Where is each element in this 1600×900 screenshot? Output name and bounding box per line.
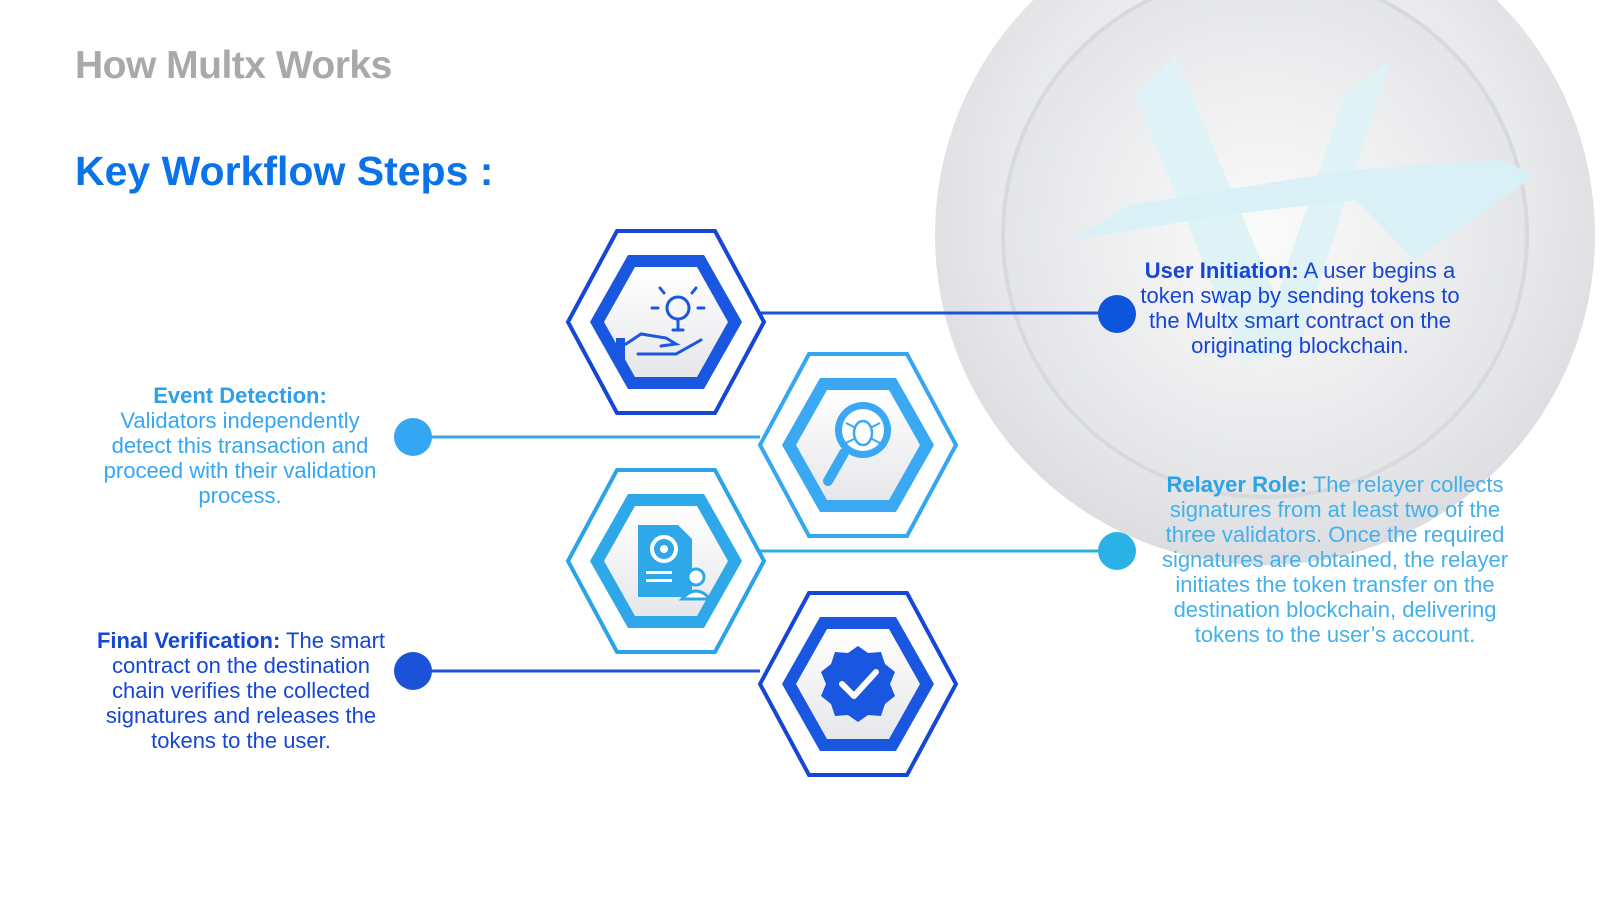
page-header: How Multx Works — [75, 44, 392, 87]
step-user-initiation-text: User Initiation: A user begins a token s… — [1140, 258, 1460, 358]
step-event-detection-text: Event Detection: Validators independentl… — [95, 383, 385, 508]
step-label: Relayer Role: — [1166, 472, 1308, 497]
hex-event-detection — [757, 352, 959, 538]
dot-event-detection — [394, 418, 432, 456]
document-gear-user-icon — [638, 525, 714, 601]
dot-final-verification — [394, 652, 432, 690]
section-title: Key Workflow Steps : — [75, 148, 494, 194]
step-relayer-role-text: Relayer Role: The relayer collects signa… — [1145, 472, 1525, 647]
step-description: A user begins a token swap by sending to… — [1140, 258, 1460, 358]
step-label: Final Verification: — [96, 628, 281, 653]
dot-relayer-role — [1098, 532, 1136, 570]
step-description: The relayer collects signatures from at … — [1161, 472, 1509, 647]
hex-user-initiation — [565, 229, 767, 415]
verified-badge-icon — [821, 646, 895, 722]
step-description: The smart contract on the destination ch… — [105, 628, 386, 753]
dot-user-initiation — [1098, 295, 1136, 333]
connector-lines — [410, 311, 1115, 673]
step-label: Event Detection: — [153, 383, 327, 408]
step-description: Validators independently detect this tra… — [103, 408, 377, 508]
idea-hand-icon — [616, 286, 706, 360]
step-final-verification-text: Final Verification: The smart contract o… — [96, 628, 386, 753]
hex-final-verification — [757, 591, 959, 777]
multx-coin-logo — [935, 0, 1595, 565]
step-label: User Initiation: — [1144, 258, 1299, 283]
magnifier-bug-icon — [823, 402, 891, 486]
hex-relayer-role — [565, 468, 767, 654]
